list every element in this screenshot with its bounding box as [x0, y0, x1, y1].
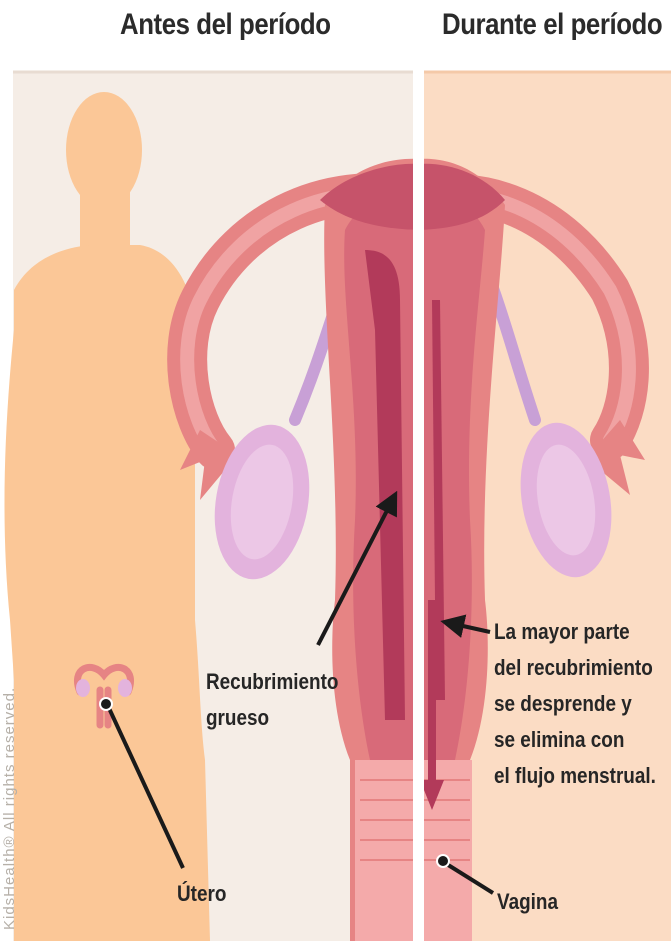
thick-lining-label-line-1: Recubrimiento [206, 664, 338, 700]
uterus-label: Útero [177, 876, 226, 912]
thick-lining-label: Recubrimiento grueso [206, 664, 338, 736]
lining-shed-label-line-4: se elimina con [494, 722, 656, 758]
lining-shed-label-line-3: se desprende y [494, 686, 656, 722]
lining-shed-label-line-2: del recubrimiento [494, 650, 656, 686]
uterus-pointer-dot [100, 698, 112, 710]
vagina-label: Vagina [497, 884, 558, 920]
panel-divider [413, 60, 424, 941]
vagina-pointer-dot [437, 855, 449, 867]
thick-lining-label-line-2: grueso [206, 700, 338, 736]
lining-shed-label-line-5: el flujo menstrual. [494, 758, 656, 794]
lining-shed-label: La mayor parte del recubrimiento se desp… [494, 614, 656, 794]
copyright-notice: KidsHealth® All rights reserved. [1, 410, 18, 930]
lining-shed-label-line-1: La mayor parte [494, 614, 656, 650]
